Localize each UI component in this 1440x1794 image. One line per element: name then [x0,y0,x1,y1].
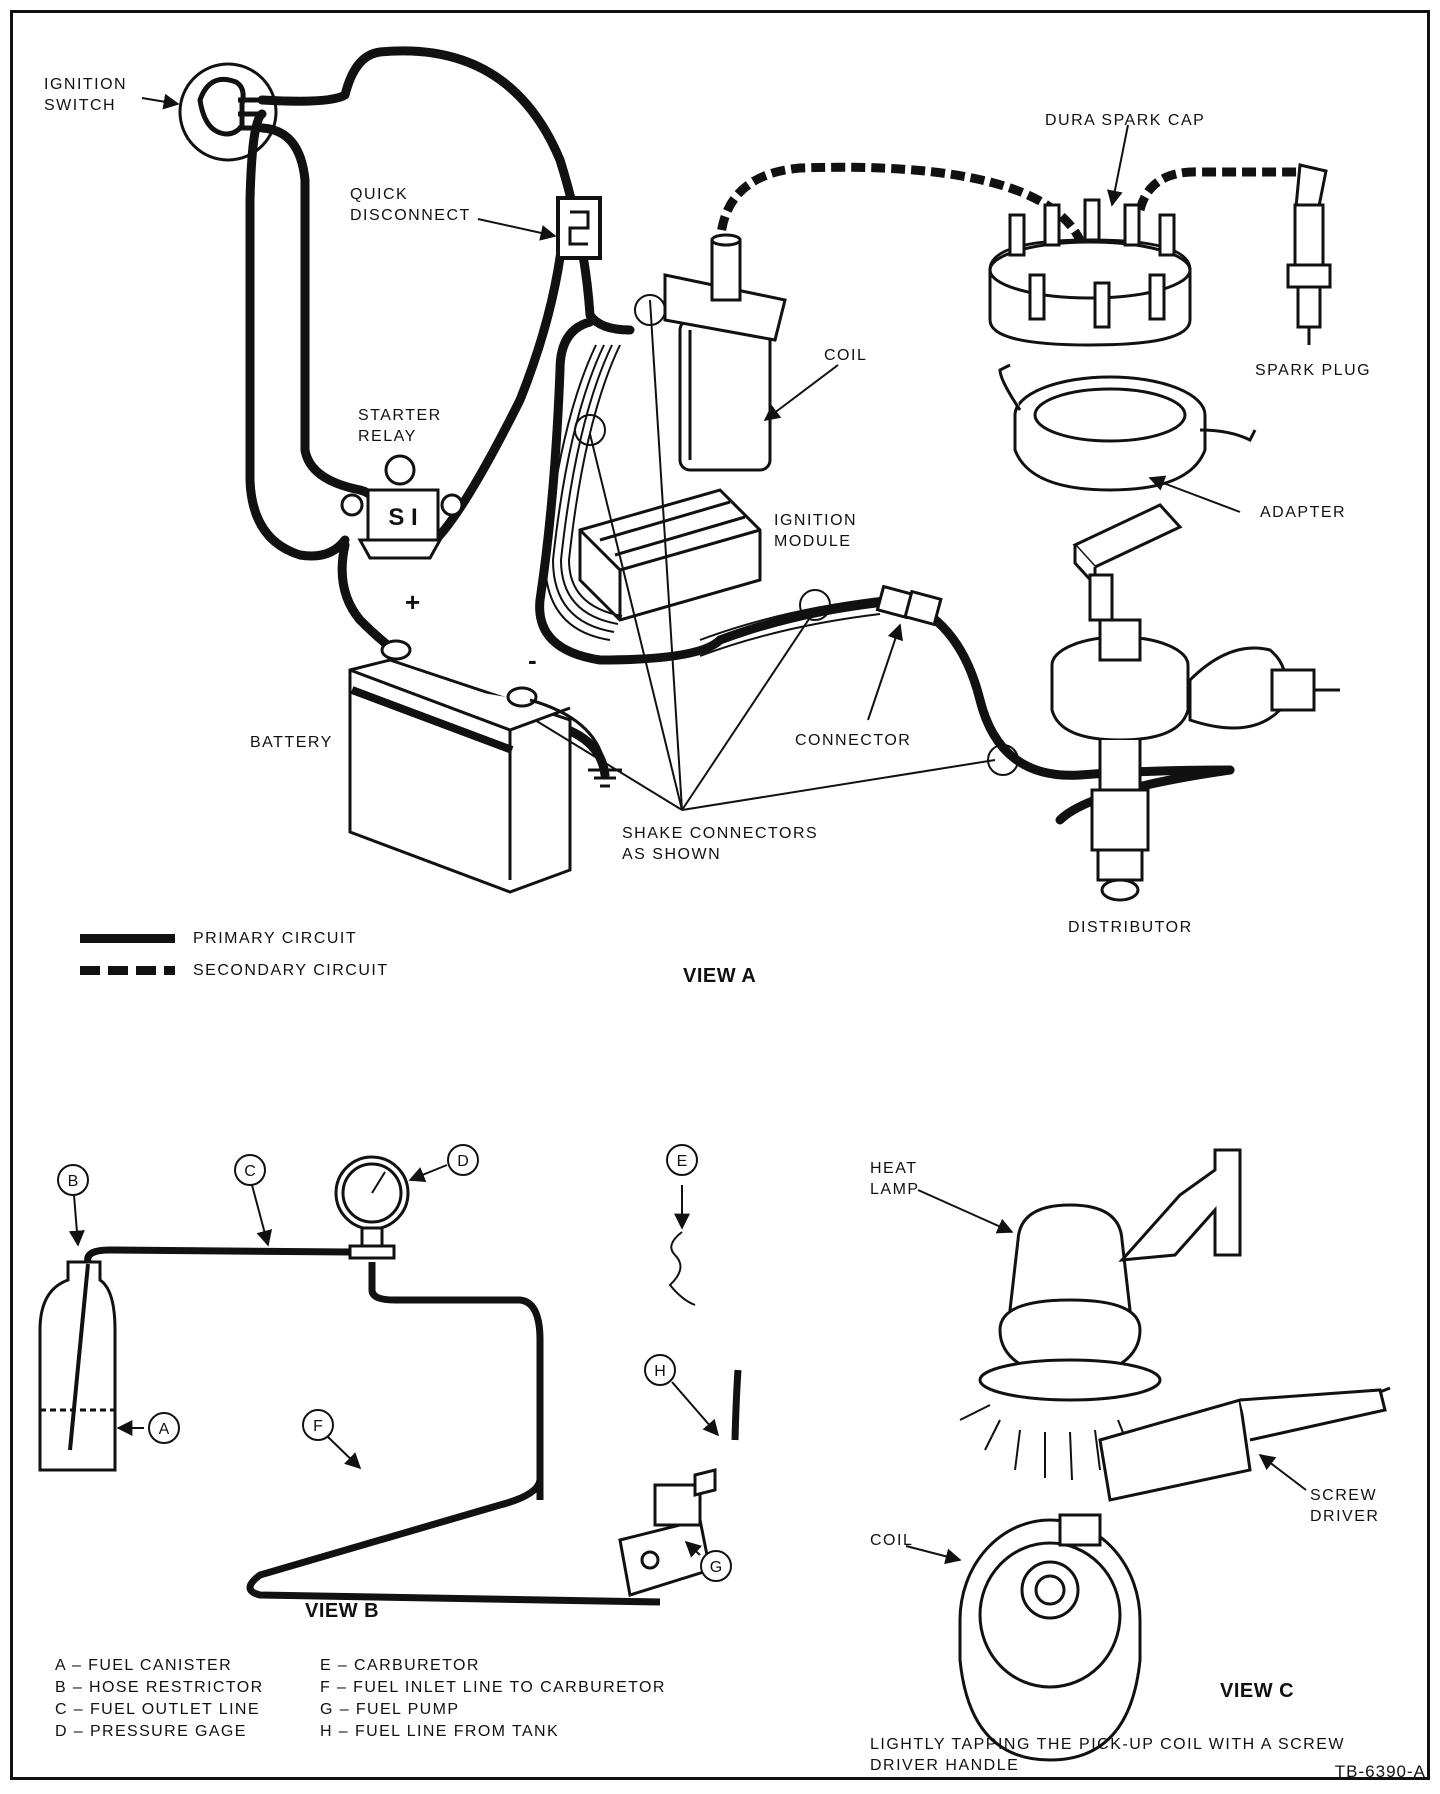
view-a-title: VIEW A [683,965,757,987]
distributor-adapter [998,363,1257,492]
page-border [10,10,1430,1780]
key-c: C – FUEL OUTLET LINE [55,1701,260,1718]
pick-up-coil-assembly [958,1513,1142,1762]
label-distributor: DISTRIBUTOR [1068,919,1193,936]
module-harness [543,344,881,657]
key-b: B – HOSE RESTRICTOR [55,1679,264,1696]
view-b-key-left: A – FUEL CANISTER B – HOSE RESTRICTOR C … [55,1655,264,1743]
label-starter-relay: STARTER RELAY [358,407,442,445]
screw-driver [1098,1386,1391,1502]
label-quick-disconnect: QUICK DISCONNECT [350,186,471,224]
pressure-gage [334,1155,410,1260]
view-c-caption: LIGHTLY TAPPING THE PICK-UP COIL WITH A … [870,1736,1345,1774]
legend-primary-label: PRIMARY CIRCUIT [193,930,358,947]
callout-f: F [313,1418,323,1435]
label-battery: BATTERY [250,734,333,751]
ignition-module [578,488,762,622]
shake-connector-leaders [534,294,1019,811]
label-ignition-module: IGNITION MODULE [774,512,858,550]
ignition-coil [663,233,787,472]
callout-h: H [654,1363,666,1380]
view-c-title: VIEW C [1220,1680,1295,1702]
callout-b: B [68,1173,79,1190]
fuel-outlet-line [84,1246,544,1500]
label-heat-lamp: HEAT LAMP [870,1160,920,1198]
fuel-canister [38,1260,117,1472]
label-coil: COIL [824,347,868,364]
label-shake-connectors: SHAKE CONNECTORS AS SHOWN [622,825,819,863]
view-b-callouts: A B C D E [57,1144,732,1582]
part-number: TB-6390-A [1334,1762,1426,1781]
spark-plug [1286,163,1332,345]
key-a: A – FUEL CANISTER [55,1657,233,1674]
legend-primary: PRIMARY CIRCUIT [80,928,357,949]
callout-g: G [710,1559,722,1576]
key-e: E – CARBURETOR [320,1657,480,1674]
label-ignition-switch: IGNITION SWITCH [44,76,128,114]
dura-spark-cap [988,198,1192,347]
label-adapter: ADAPTER [1260,504,1347,521]
callout-a: A [159,1421,170,1438]
legend-secondary: SECONDARY CIRCUIT [80,960,389,981]
label-dura-spark-cap: DURA SPARK CAP [1045,112,1206,129]
rotor [1072,503,1183,622]
legend-primary-swatch [80,934,175,943]
callout-c: C [244,1163,256,1180]
label-battery-negative: - [528,645,539,675]
label-screw-driver: SCREW DRIVER [1310,1487,1380,1525]
quick-disconnect [556,196,602,260]
callout-d: D [457,1153,469,1170]
fuel-pump [618,1468,717,1597]
heat-lamp [978,1148,1242,1402]
legend-secondary-label: SECONDARY CIRCUIT [193,962,389,979]
label-battery-positive: + [405,587,422,617]
label-connector: CONNECTOR [795,732,912,749]
fuel-inlet-line [246,1369,742,1606]
harness-connector [875,584,943,627]
carburetor-line [668,1231,696,1306]
distributor [1050,618,1340,902]
key-h: H – FUEL LINE FROM TANK [320,1723,560,1740]
view-b-title: VIEW B [305,1600,380,1622]
key-g: G – FUEL PUMP [320,1701,460,1718]
key-d: D – PRESSURE GAGE [55,1723,247,1740]
starter-relay [340,454,464,560]
key-f: F – FUEL INLET LINE TO CARBURETOR [320,1679,666,1696]
label-view-c-coil: COIL [870,1532,914,1549]
battery [348,639,572,894]
callout-e: E [677,1153,688,1170]
view-b-key-right: E – CARBURETOR F – FUEL INLET LINE TO CA… [320,1655,666,1743]
relay-marking: S I [388,504,417,531]
legend-secondary-swatch [80,966,175,975]
label-spark-plug: SPARK PLUG [1255,362,1372,379]
